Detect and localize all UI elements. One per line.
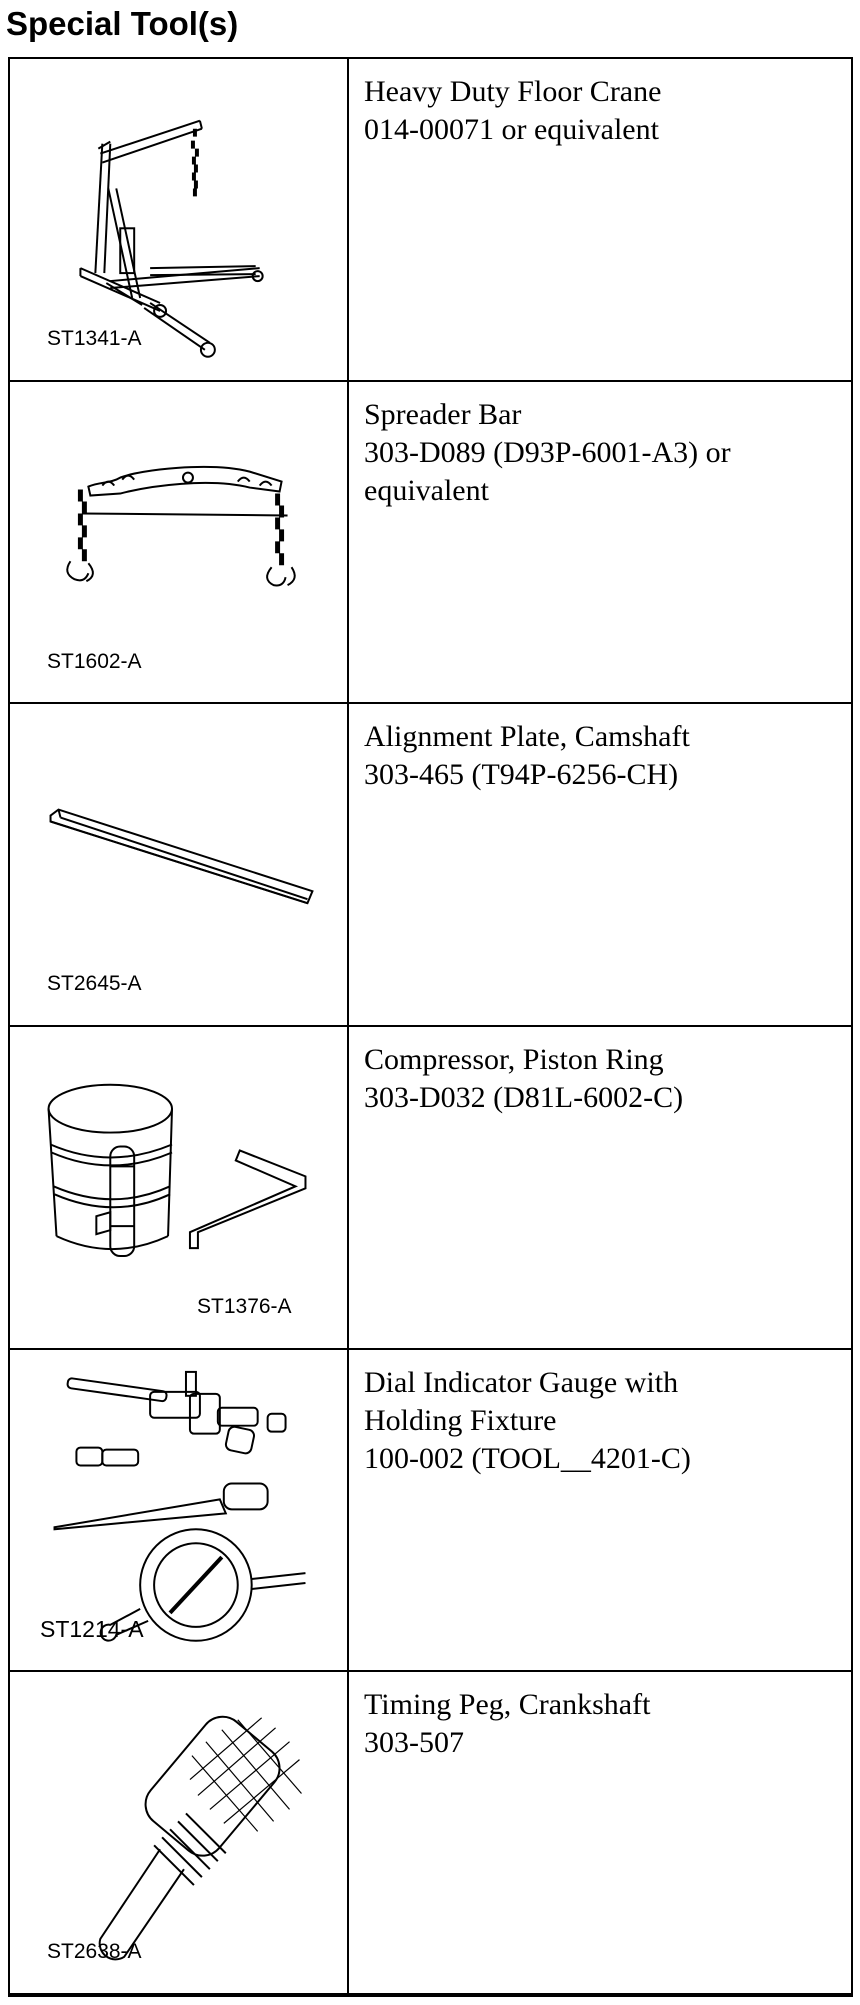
page-title: Special Tool(s)	[6, 5, 239, 42]
tool-name: Spreader Bar	[364, 397, 522, 431]
tool-code: ST1376-A	[197, 1294, 292, 1318]
tool-illustration-cell: ST1341-A	[10, 59, 349, 382]
tool-illustration-cell: ST2645-A	[10, 704, 349, 1027]
tool-illustration-cell: ST1214-A	[10, 1349, 349, 1673]
tool-description: Timing Peg, Crankshaft 303-507	[349, 1672, 851, 1995]
dial-indicator-gauge-icon	[10, 1350, 347, 1671]
tool-name: Alignment Plate, Camshaft	[364, 720, 690, 754]
tool-code: ST1214-A	[40, 1615, 144, 1642]
tool-illustration-cell: ST1602-A	[10, 381, 349, 705]
tool-code: ST1602-A	[47, 649, 142, 673]
special-tools-table: ST1341-A Heavy Duty Floor Crane 014-0007…	[8, 57, 853, 1997]
tool-part-number: 100-002 (TOOL__4201-C)	[364, 1441, 691, 1475]
alignment-plate-icon	[10, 704, 347, 1025]
tool-part-number: 014-00071 or equivalent	[364, 113, 659, 146]
tool-description: Compressor, Piston Ring 303-D032 (D81L-6…	[349, 1027, 851, 1350]
tool-description: Spreader Bar 303-D089 (D93P-6001-A3) or …	[349, 382, 851, 705]
spreader-bar-icon	[10, 382, 347, 703]
tool-name: Heavy Duty Floor Crane	[364, 75, 662, 108]
tool-part-number: 303-507	[364, 1726, 464, 1760]
tool-code: ST2638-A	[47, 1940, 142, 1964]
tool-description: Alignment Plate, Camshaft 303-465 (T94P-…	[349, 704, 851, 1027]
tool-part-number: 303-D032 (D81L-6002-C)	[364, 1080, 684, 1114]
tool-code: ST2645-A	[47, 972, 142, 996]
tool-name: Compressor, Piston Ring	[364, 1042, 664, 1076]
tool-part-number-note: equivalent	[364, 473, 489, 507]
timing-peg-icon	[10, 1672, 347, 1993]
tool-illustration-cell: ST2638-A	[10, 1672, 349, 1995]
tool-name: Timing Peg, Crankshaft	[364, 1688, 651, 1722]
tool-part-number: 303-D089 (D93P-6001-A3) or	[364, 435, 731, 469]
tool-name-continued: Holding Fixture	[364, 1403, 557, 1437]
tool-name: Dial Indicator Gauge with	[364, 1365, 679, 1399]
tool-illustration-cell: ST1376-A	[10, 1026, 349, 1350]
tool-part-number: 303-465 (T94P-6256-CH)	[364, 758, 679, 792]
tool-description: Dial Indicator Gauge with Holding Fixtur…	[349, 1350, 851, 1673]
floor-crane-icon	[10, 59, 347, 380]
piston-ring-compressor-icon	[10, 1027, 347, 1348]
tool-code: ST1341-A	[47, 327, 142, 350]
tool-description: Heavy Duty Floor Crane 014-00071 or equi…	[349, 59, 851, 382]
